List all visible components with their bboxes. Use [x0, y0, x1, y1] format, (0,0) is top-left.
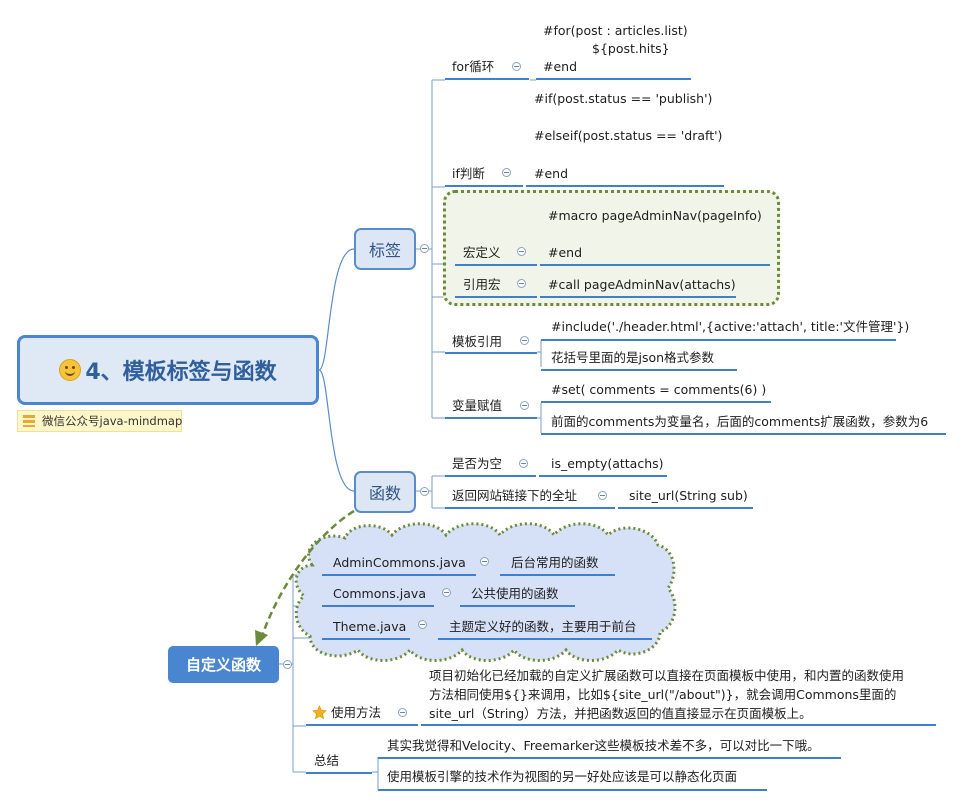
- for-code-line-3: #end: [543, 59, 578, 74]
- star-icon: [312, 705, 327, 720]
- set-label[interactable]: 变量赋值: [452, 398, 503, 413]
- class-admin-commons-desc: 后台常用的函数: [511, 555, 599, 570]
- if-code-line-1: #if(post.status == 'publish'): [534, 91, 713, 106]
- class-theme-desc: 主题定义好的函数，主要用于前台: [449, 619, 637, 634]
- summary-label[interactable]: 总结: [314, 753, 340, 768]
- macro-boundary: [443, 190, 780, 306]
- summary-line-1: 其实我觉得和Velocity、Freemarker这些模板技术差不多，可以对比一…: [387, 738, 820, 753]
- collapse-theme-icon[interactable]: [418, 620, 427, 629]
- if-code-line-2: #elseif(post.status == 'draft'): [534, 128, 723, 143]
- collapse-custom-icon[interactable]: [283, 660, 292, 669]
- include-note: 花括号里面的是json格式参数: [551, 350, 715, 365]
- if-code-line-3: #end: [534, 166, 569, 181]
- collapse-macro-define-icon[interactable]: [517, 247, 526, 256]
- collapse-tags-icon[interactable]: [420, 244, 429, 253]
- collapse-set-icon[interactable]: [520, 401, 529, 410]
- macro-define-label[interactable]: 宏定义: [463, 245, 501, 260]
- collapse-is-empty-icon[interactable]: [519, 459, 528, 468]
- usage-line-3: site_url（String）方法，并把函数返回的值直接显示在页面模板上。: [429, 706, 812, 721]
- set-note: 前面的comments为变量名，后面的comments扩展函数，参数为6: [551, 414, 929, 429]
- class-theme[interactable]: Theme.java: [333, 619, 407, 634]
- collapse-if-icon[interactable]: [502, 168, 511, 177]
- topic-functions[interactable]: 函数: [354, 471, 416, 513]
- root-topic[interactable]: 4、模板标签与函数: [17, 335, 319, 405]
- link-root-functions: [318, 369, 355, 492]
- collapse-include-icon[interactable]: [520, 336, 529, 345]
- macro-define-code-1: #macro pageAdminNav(pageInfo): [548, 208, 762, 223]
- topic-tags-label: 标签: [368, 241, 401, 260]
- collapse-functions-icon[interactable]: [420, 487, 429, 496]
- link-root-tags: [318, 248, 355, 371]
- collapse-commons-icon[interactable]: [442, 588, 451, 597]
- collapse-site-url-icon[interactable]: [598, 491, 607, 500]
- collapse-admin-commons-icon[interactable]: [480, 557, 489, 566]
- topic-custom-functions[interactable]: 自定义函数: [168, 646, 279, 683]
- class-commons-desc: 公共使用的函数: [471, 586, 559, 601]
- topic-tags[interactable]: 标签: [354, 228, 416, 270]
- collapse-for-icon[interactable]: [512, 62, 521, 71]
- site-url-code: site_url(String sub): [629, 488, 748, 503]
- note-label: 微信公众号java-mindmap: [42, 414, 183, 428]
- macro-call-code: #call pageAdminNav(attachs): [548, 277, 736, 292]
- for-loop-label[interactable]: for循环: [452, 59, 495, 74]
- site-url-label[interactable]: 返回网站链接下的全址: [452, 488, 578, 503]
- topic-custom-label: 自定义函数: [185, 656, 261, 674]
- smiling-face-icon: [59, 359, 82, 381]
- set-code: #set( comments = comments(6) ): [551, 382, 767, 397]
- include-code: #include('./header.html',{active:'attach…: [551, 319, 910, 334]
- collapse-macro-call-icon[interactable]: [517, 279, 526, 288]
- root-title: 4、模板标签与函数: [85, 360, 277, 385]
- is-empty-label[interactable]: 是否为空: [452, 456, 503, 471]
- cloud-boundary: [294, 522, 677, 662]
- note-icon: [23, 415, 35, 427]
- summary-line-2: 使用模板引擎的技术作为视图的另一好处应该是可以静态化页面: [387, 769, 738, 784]
- macro-define-code-2: #end: [548, 245, 583, 260]
- class-admin-commons[interactable]: AdminCommons.java: [333, 555, 466, 570]
- note-badge: 微信公众号java-mindmap: [17, 410, 182, 432]
- topic-functions-label: 函数: [368, 484, 401, 503]
- if-label[interactable]: if判断: [452, 166, 485, 181]
- usage-line-1: 项目初始化已经加载的自定义扩展函数可以直接在页面模板中使用，和内置的函数使用: [429, 668, 905, 683]
- include-label[interactable]: 模板引用: [452, 334, 503, 349]
- usage-label[interactable]: 使用方法: [331, 705, 382, 720]
- collapse-usage-icon[interactable]: [398, 708, 407, 717]
- dashed-arrow: [260, 509, 355, 637]
- usage-line-2: 方法相同使用${}来调用，比如${site_url("/about")}，就会调…: [429, 687, 897, 702]
- for-code-line-1: #for(post : articles.list): [543, 23, 688, 38]
- is-empty-code: is_empty(attachs): [551, 456, 664, 471]
- macro-call-label[interactable]: 引用宏: [463, 277, 501, 292]
- for-code-line-2: ${post.hits}: [592, 41, 670, 56]
- class-commons[interactable]: Commons.java: [333, 586, 426, 601]
